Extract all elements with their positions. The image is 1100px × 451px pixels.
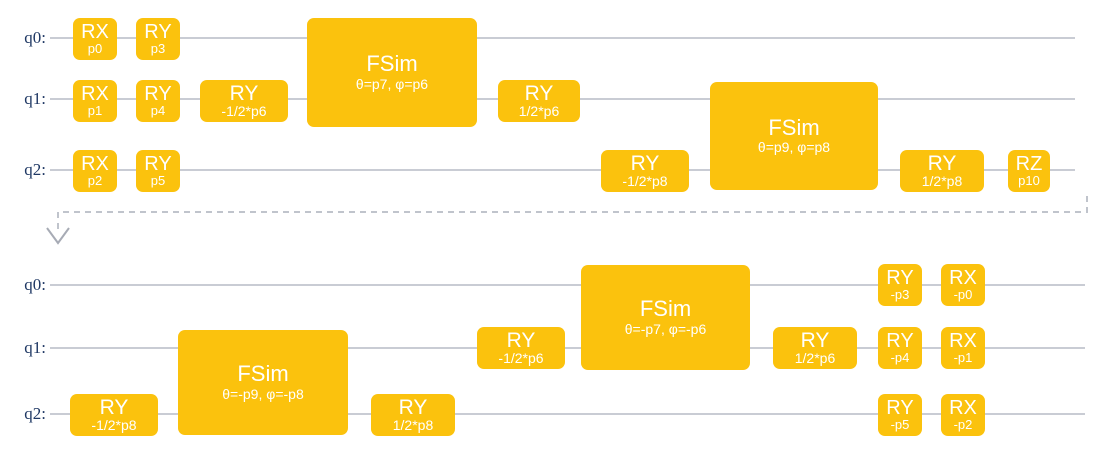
gate-ry-r2-g1[interactable]: RY-1/2*p8: [70, 394, 158, 436]
gate-param-label: 1/2*p8: [392, 416, 434, 433]
gate-param-label: -p1: [953, 349, 973, 365]
gate-name-label: RY: [144, 21, 172, 44]
qubit-label-q1: q1:: [24, 338, 46, 357]
gate-name-label: RY: [506, 329, 536, 353]
gate-param-label: -p0: [953, 286, 973, 302]
gate-name-label: RZ: [1015, 153, 1043, 176]
gate-param-label: p1: [87, 102, 103, 118]
gate-name-label: RY: [144, 153, 172, 176]
gate-name-label: RX: [81, 153, 109, 176]
qubit-label-q2: q2:: [24, 404, 46, 423]
gate-param-label: θ=p9, φ=p8: [757, 139, 831, 156]
qubit-wire-q1: [50, 347, 1085, 349]
gate-name-label: RY: [886, 330, 914, 353]
gate-param-label: -1/2*p8: [622, 172, 668, 189]
qubit-wire-q2: [50, 169, 1075, 171]
gate-name-label: RY: [886, 397, 914, 420]
gate-name-label: RY: [229, 82, 259, 106]
qubit-wire-q2: [50, 413, 1085, 415]
gate-name-label: FSim: [366, 51, 418, 77]
gate-param-label: -p2: [953, 416, 973, 432]
gate-ry-r2-g7[interactable]: RY-p3: [878, 264, 922, 306]
gate-name-label: FSim: [768, 114, 820, 140]
qubit-wire-q0: [50, 284, 1085, 286]
gate-param-label: -1/2*p6: [498, 349, 544, 366]
gate-name-label: RY: [927, 152, 957, 176]
gate-name-label: FSim: [639, 296, 692, 322]
gate-name-label: RY: [398, 396, 428, 420]
gate-param-label: -p5: [890, 416, 910, 432]
gate-rx-r2-g10[interactable]: RX-p1: [941, 327, 985, 369]
gate-param-label: -p4: [890, 349, 910, 365]
qubit-label-q2: q2:: [24, 160, 46, 179]
gate-name-label: RY: [99, 396, 129, 420]
qubit-label-q0: q0:: [24, 28, 46, 47]
qubit-label-q1: q1:: [24, 89, 46, 108]
gate-name-label: RX: [949, 330, 977, 353]
gate-name-label: RY: [886, 267, 914, 290]
gate-name-label: RX: [949, 397, 977, 420]
gate-name-label: FSim: [237, 361, 289, 387]
gate-name-label: RY: [144, 83, 172, 106]
gate-param-label: 1/2*p6: [518, 102, 560, 119]
gate-param-label: -1/2*p6: [221, 102, 267, 119]
gate-param-label: p3: [150, 40, 166, 56]
gate-param-label: p0: [87, 40, 103, 56]
gate-param-label: 1/2*p8: [921, 172, 963, 189]
gate-param-label: θ=-p9, φ=-p8: [222, 385, 304, 402]
gate-param-label: -1/2*p8: [91, 416, 137, 433]
gate-ry-r2-g4[interactable]: RY-1/2*p6: [477, 327, 565, 369]
gate-param-label: -p3: [890, 286, 910, 302]
gate-param-label: p10: [1018, 172, 1040, 188]
gate-param-label: 1/2*p6: [794, 349, 836, 366]
gate-name-label: RX: [81, 21, 109, 44]
gate-ry-r2-g9[interactable]: RY-p4: [878, 327, 922, 369]
gate-rx-r2-g12[interactable]: RX-p2: [941, 394, 985, 436]
gate-name-label: RX: [81, 83, 109, 106]
qubit-wire-q0: [50, 37, 1075, 39]
gate-param-label: p5: [150, 172, 166, 188]
gate-param-label: θ=p7, φ=p6: [355, 75, 429, 92]
gate-param-label: θ=-p7, φ=-p6: [624, 320, 707, 337]
gate-name-label: RY: [800, 329, 830, 353]
gate-ry-r1-g5[interactable]: RY-1/2*p6: [200, 80, 288, 122]
gate-name-label: RX: [949, 267, 977, 290]
gate-ry-r1-g10[interactable]: RY-1/2*p8: [601, 150, 689, 192]
qubit-label-q0: q0:: [24, 275, 46, 294]
gate-name-label: RY: [524, 82, 554, 106]
gate-param-label: p2: [87, 172, 103, 188]
gate-name-label: RY: [630, 152, 660, 176]
gate-rx-r2-g8[interactable]: RX-p0: [941, 264, 985, 306]
gate-param-label: p4: [150, 102, 166, 118]
gate-ry-r2-g11[interactable]: RY-p5: [878, 394, 922, 436]
